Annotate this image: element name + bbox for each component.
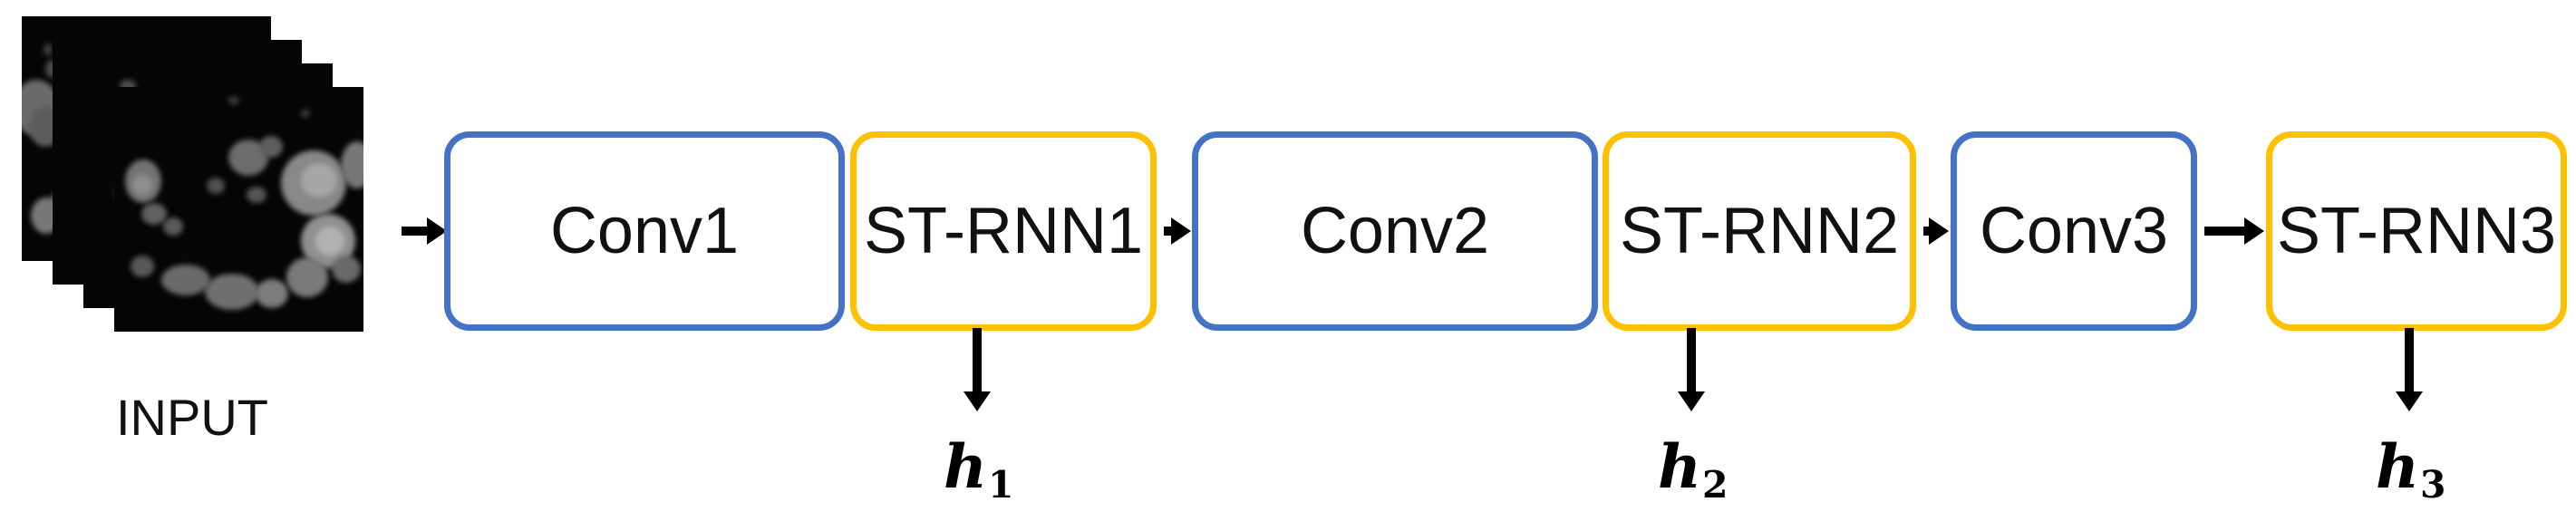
frame-blob (301, 163, 337, 198)
output-label-h1: h1 (944, 437, 1013, 504)
frame-blob (247, 187, 266, 203)
frame-blob (259, 136, 283, 158)
arrow-strnn2-to-h2 (1678, 328, 1705, 411)
frame-blob (161, 265, 210, 295)
output-label-h2: h2 (1658, 437, 1728, 504)
output-label-h3: h3 (2376, 437, 2445, 504)
frame-blob (341, 141, 363, 188)
frame-blob (207, 178, 225, 194)
node-strnn2[interactable]: ST-RNN2 (1603, 131, 1916, 331)
frame-blob (228, 96, 239, 105)
output-subscript-h2: 2 (1702, 463, 1729, 507)
arrow-strnn1-to-h1 (964, 328, 991, 411)
arrow-strnn3-to-h3 (2396, 328, 2423, 411)
frame-blob (256, 279, 288, 308)
output-subscript-h3: 3 (2420, 463, 2446, 507)
arrow-input-to-conv1 (402, 217, 447, 245)
node-strnn2-label: ST-RNN2 (1619, 195, 1900, 267)
frame-blob (141, 203, 167, 225)
frame-blob (163, 217, 183, 236)
arrow-strnn1-to-conv2 (1164, 217, 1191, 245)
frame-blob (286, 257, 328, 297)
node-strnn3-label: ST-RNN3 (2276, 195, 2557, 267)
frame-blob (301, 109, 310, 118)
frame-blob (332, 256, 361, 283)
output-symbol-h2: h (1658, 431, 1701, 502)
frame-blob (131, 256, 154, 277)
node-conv3[interactable]: Conv3 (1951, 131, 2197, 331)
node-conv2[interactable]: Conv2 (1192, 131, 1598, 331)
frame-blob (205, 274, 259, 310)
frame-blob (132, 174, 152, 196)
frame-blob (315, 227, 344, 256)
output-symbol-h1: h (944, 431, 987, 502)
node-strnn3[interactable]: ST-RNN3 (2266, 131, 2567, 331)
node-conv3-label: Conv3 (1979, 195, 2169, 267)
node-conv1-label: Conv1 (549, 195, 740, 267)
output-subscript-h1: 1 (988, 463, 1014, 507)
node-strnn1[interactable]: ST-RNN1 (850, 131, 1157, 331)
arrow-conv3-to-strnn3 (2204, 217, 2264, 245)
node-strnn1-label: ST-RNN1 (863, 195, 1144, 267)
output-symbol-h3: h (2376, 431, 2419, 502)
frame-blob (44, 43, 53, 56)
arrow-strnn2-to-conv3 (1923, 217, 1949, 245)
input-image-stack (9, 16, 408, 343)
node-conv1[interactable]: Conv1 (444, 131, 845, 331)
input-caption: INPUT (116, 389, 268, 446)
input-frame-4 (114, 87, 363, 332)
node-conv2-label: Conv2 (1300, 195, 1490, 267)
